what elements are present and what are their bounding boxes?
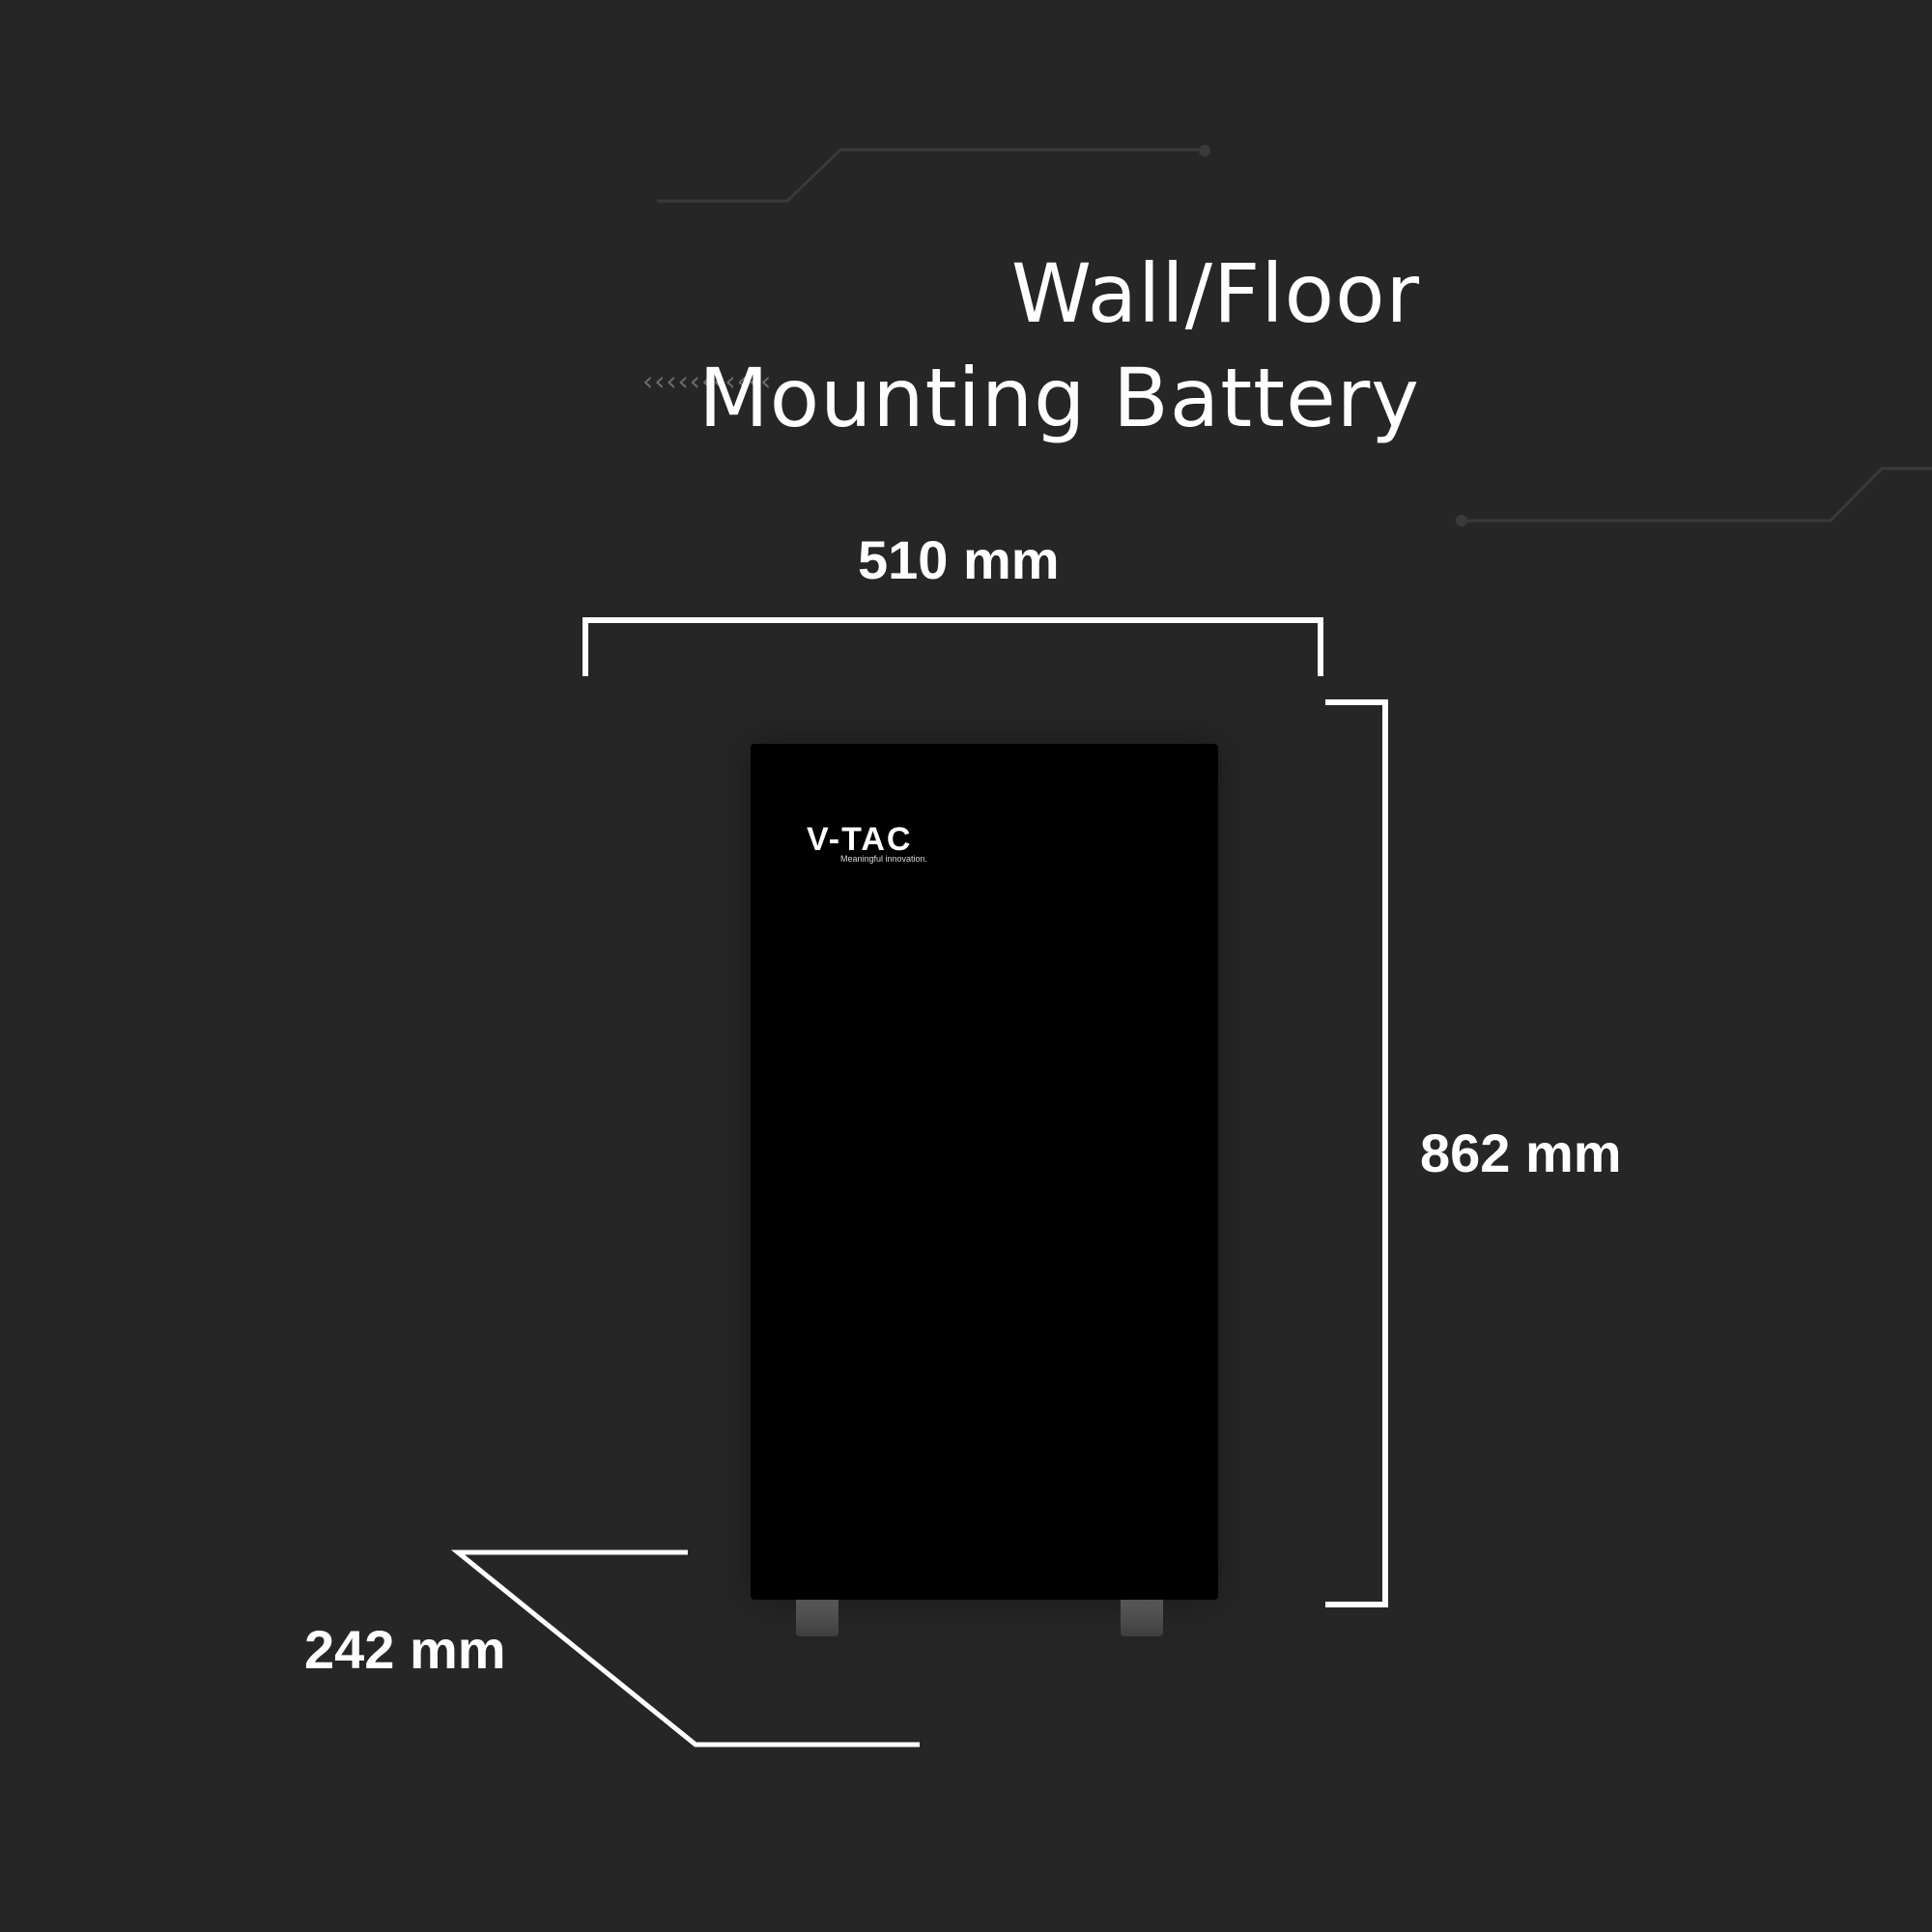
battery-foot-right xyxy=(1121,1598,1163,1636)
depth-bracket xyxy=(450,1549,920,1747)
brand-tagline: Meaningful innovation. xyxy=(840,854,928,864)
brand-logo: V-TAC xyxy=(807,821,913,858)
battery-unit xyxy=(751,744,1218,1600)
decor-chevrons: ‹‹‹‹‹‹‹‹‹‹‹ xyxy=(642,365,773,397)
depth-dimension-label: 242 mm xyxy=(304,1619,506,1680)
decor-dot-right xyxy=(1456,515,1467,526)
decor-dot-top xyxy=(1199,145,1210,156)
title-line-2: Mounting Battery xyxy=(698,351,1420,445)
battery-foot-left xyxy=(796,1598,838,1636)
decor-circuit-line-top xyxy=(657,148,1203,203)
width-bracket xyxy=(582,617,1323,676)
width-dimension-label: 510 mm xyxy=(858,529,1060,590)
height-bracket xyxy=(1325,699,1388,1607)
height-dimension-label: 862 mm xyxy=(1420,1122,1622,1183)
decor-circuit-line-right xyxy=(1463,467,1932,523)
title-line-1: Wall/Floor xyxy=(1010,246,1420,341)
